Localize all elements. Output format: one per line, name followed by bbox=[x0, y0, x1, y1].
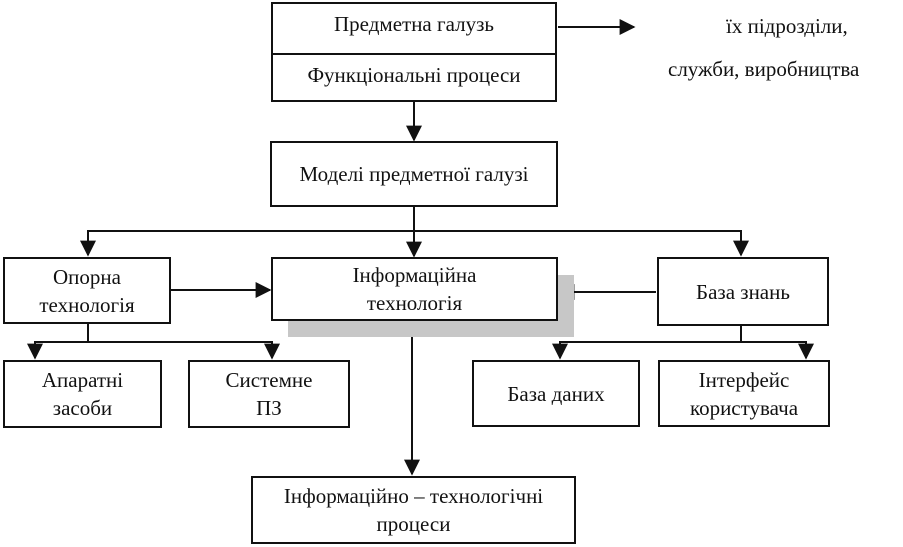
domain-processes-box bbox=[271, 2, 557, 102]
system-sw-box: Системне ПЗ bbox=[188, 360, 350, 428]
info-tech-box: Інформаційна технологія bbox=[271, 257, 558, 321]
base-tech-box: Опорна технологія bbox=[3, 257, 171, 324]
models-box: Моделі предметної галузі bbox=[270, 141, 558, 207]
hardware-box: Апаратні засоби bbox=[3, 360, 162, 428]
it-processes-box: Інформаційно – технологічні процеси bbox=[251, 476, 576, 544]
processes-label: Функціональні процеси bbox=[307, 63, 521, 87]
subdivisions-note-line1: їх підрозділи, bbox=[726, 14, 848, 38]
knowledge-base-box: База знань bbox=[657, 257, 829, 326]
domain-label: Предметна галузь bbox=[334, 12, 494, 36]
database-box: База даних bbox=[472, 360, 640, 427]
subdivisions-note-line2: служби, виробництва bbox=[668, 57, 860, 81]
user-interface-box: Інтерфейс користувача bbox=[658, 360, 830, 427]
domain-divider bbox=[271, 53, 557, 55]
